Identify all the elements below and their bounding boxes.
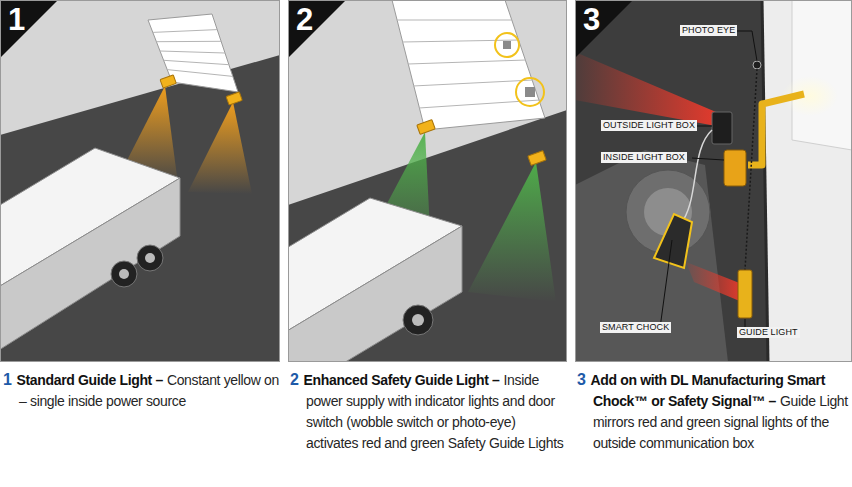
red-beam [575,52,716,126]
caption-number: 2 [290,371,299,388]
wheel-hub [412,314,424,326]
red-beam [686,262,742,302]
door-slat [413,80,533,86]
smart-chock [654,214,692,268]
part-label: INSIDE LIGHT BOX [601,152,687,163]
door-slat [397,20,512,21]
door-slats [153,30,233,77]
wheel-hub [119,269,129,279]
wheel-hub [145,253,155,263]
caption-heading: Enhanced Safety Guide Light – [304,372,500,388]
corner-triangle [575,0,633,58]
trailer-wheel [111,261,137,287]
panel-number: 3 [583,2,600,38]
trailer-side [288,226,462,362]
caption-block: 1Standard Guide Light –Constant yellow o… [3,369,283,412]
caption-number: 3 [577,371,586,388]
part-label: SMART CHOCK [600,322,671,333]
panel-number: 1 [8,2,25,38]
outside-light-box [712,112,732,144]
part-label: GUIDE LIGHT [737,327,800,338]
door-jamb [762,0,768,362]
door-slat [164,60,229,64]
panel-frame: 1 [0,0,280,362]
light-cone [188,102,252,194]
panel-number: 2 [296,2,313,38]
door-slat [153,30,217,33]
leader-line [692,158,724,160]
panel-three-art [575,0,852,362]
chock-cable [680,130,712,225]
switch-highlight [495,33,519,57]
dock-bumper [575,150,728,362]
caption-block: 2Enhanced Safety Guide Light –Inside pow… [290,369,568,454]
dock-door [792,0,852,150]
corner-triangle [288,0,346,58]
leader-line [640,240,672,328]
panel-one-art [0,0,280,362]
part-label: OUTSIDE LIGHT BOX [601,120,697,131]
door-slat [402,40,519,42]
wobble-switch [503,41,511,49]
guide-light [417,120,435,135]
guide-light [226,92,242,105]
door-slat [408,60,526,64]
trailer-side [0,178,180,362]
trailer-wheel [403,305,433,335]
guide-light [528,151,546,166]
dock-door [392,0,545,130]
leader-line [745,319,746,327]
part-label: PHOTO EYE [680,25,737,36]
inside-light-box [724,150,746,186]
dock-light-arm [748,94,804,165]
panel-two-art [288,0,567,362]
door-slat [156,41,221,42]
leader-line [697,126,712,127]
corner-triangle [0,0,58,58]
door-slat [167,70,233,77]
guide-light [160,75,176,88]
caption-block: 3Add on with DL Manufacturing Smart Choc… [577,369,852,454]
building-wall [762,0,852,362]
trailer-wheel [137,245,163,271]
photo-eye [753,61,761,69]
panel-frame: 3 [575,0,852,362]
caption-heading: Standard Guide Light – [17,372,163,388]
signal-wire [745,69,757,270]
switch-highlight [516,78,544,106]
photo-eye-sensor [525,87,535,97]
dock-door [148,14,238,92]
dock-pit [575,0,852,362]
door-slat [160,51,225,53]
panel-frame: 2 [288,0,567,362]
caption-number: 1 [3,371,12,388]
light-cone [468,162,556,302]
leader-lines [640,31,757,328]
door-slats [397,20,540,108]
guide-light [738,270,752,318]
